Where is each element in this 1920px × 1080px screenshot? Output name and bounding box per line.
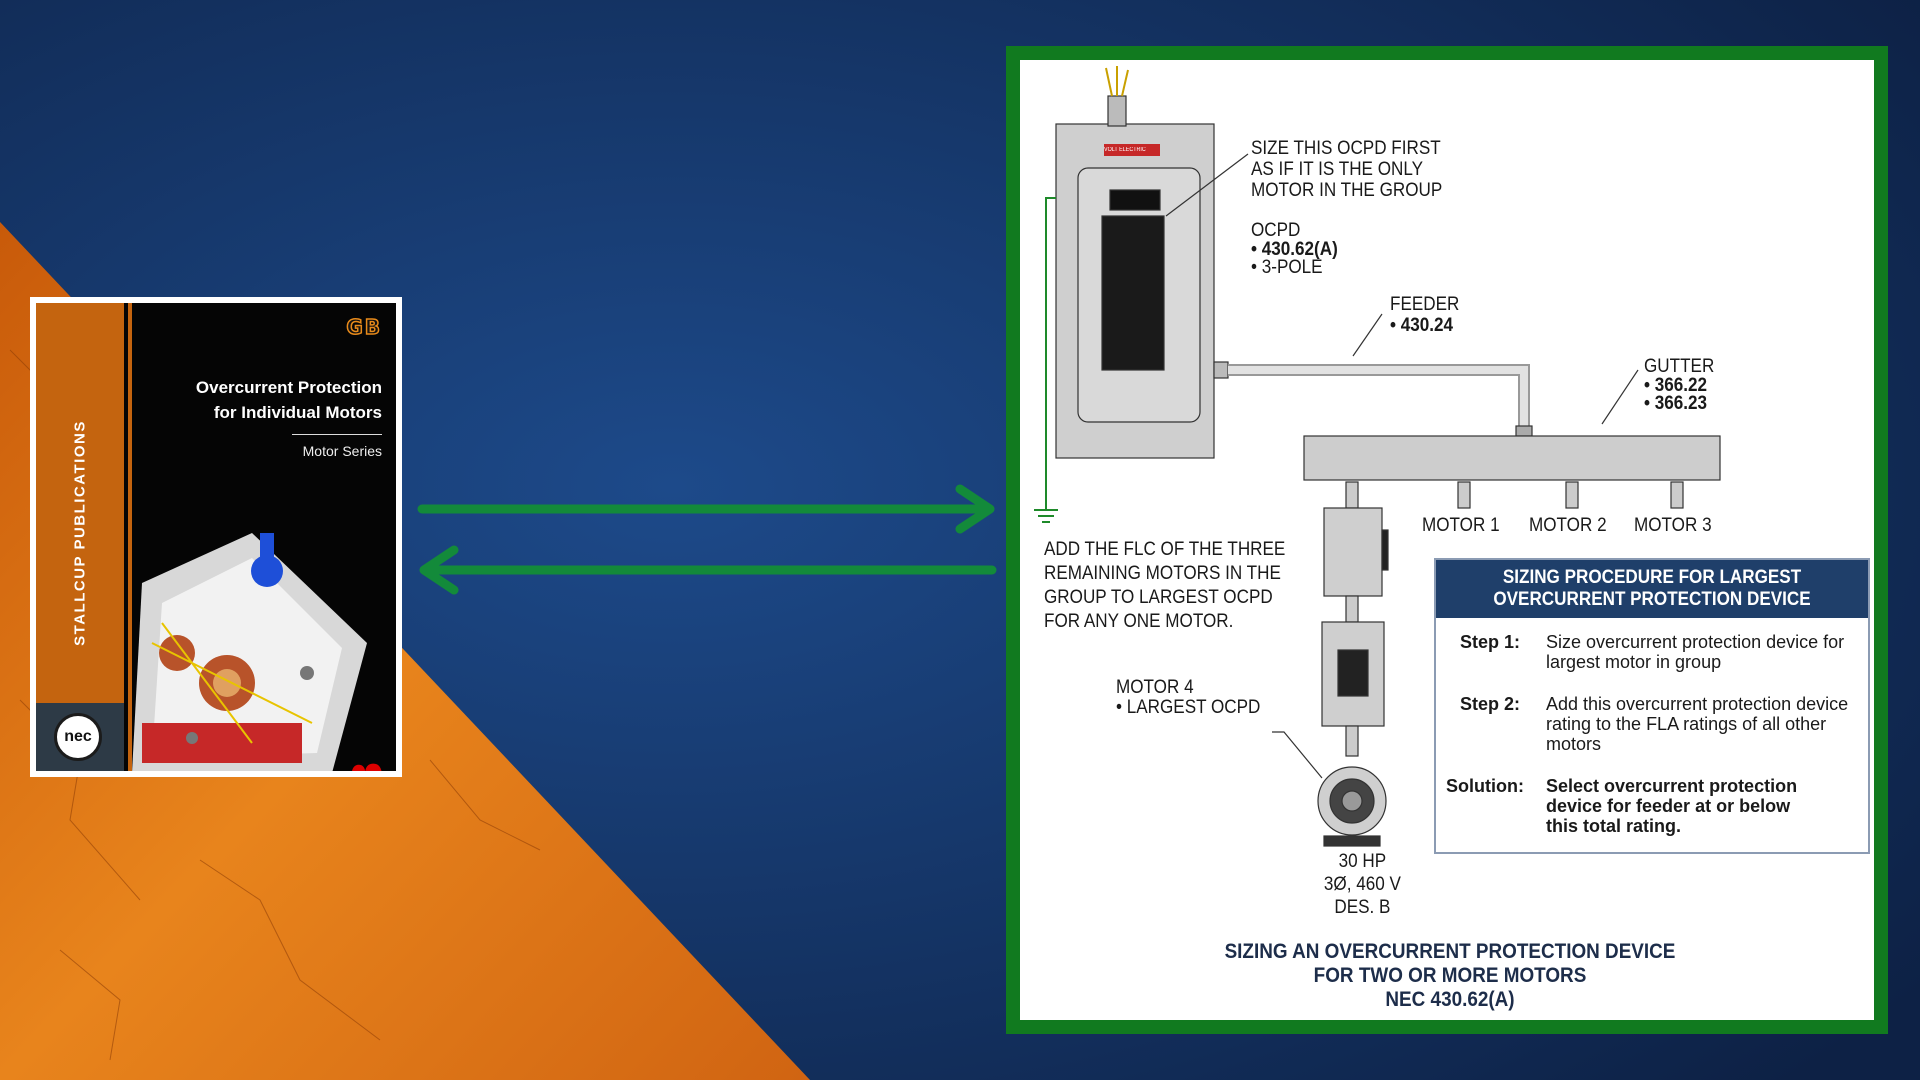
book-title: Overcurrent Protection for Individual Mo… [152,375,382,425]
motor-4-item-1: • LARGEST OCPD [1116,697,1261,718]
solution-line-1: Select overcurrent protection [1546,776,1798,796]
ocpd-item-2: • 3-POLE [1251,257,1323,278]
callout-line-3: MOTOR IN THE GROUP [1251,180,1443,201]
step-1-text: Size overcurrent protection device for l… [1546,632,1844,672]
add-flc-line-4: FOR ANY ONE MOTOR. [1044,611,1234,632]
step-2-line-2: rating to the FLA ratings of all other [1546,714,1827,734]
sizing-procedure-table: SIZING PROCEDURE FOR LARGEST OVERCURRENT… [1434,558,1870,854]
step-2-line-1: Add this overcurrent protection device [1546,694,1849,714]
left-arrow [419,545,997,595]
diagram-frame: VOLT ELECTRIC SIZE THIS OCPD FIRST AS IF… [1006,46,1888,1034]
feeder-title: FEEDER [1390,294,1460,315]
motor-1-label: MOTOR 1 [1422,515,1500,536]
disconnect-switch [1323,507,1383,597]
caption-line-1: SIZING AN OVERCURRENT PROTECTION DEVICE [1224,940,1676,963]
step-2-line-3: motors [1546,734,1602,754]
ocpd-label: OCPD • 430.62(A) • 3-POLE [1251,220,1338,277]
add-flc-line-3: GROUP TO LARGEST OCPD [1044,587,1273,608]
diagram-panel: VOLT ELECTRIC SIZE THIS OCPD FIRST AS IF… [1020,60,1874,1020]
ocpd-title: OCPD [1251,220,1301,241]
gutter-title: GUTTER [1644,356,1715,377]
feeder-label: FEEDER • 430.24 [1390,294,1459,336]
solution-label: Solution: [1446,776,1524,796]
gutter-label: GUTTER • 366.22 • 366.23 [1644,356,1714,413]
callout-line-2: AS IF IT IS THE ONLY [1251,159,1423,180]
procedure-heading: SIZING PROCEDURE FOR LARGEST OVERCURRENT… [1436,560,1868,618]
wiring-diagram [1034,66,1721,847]
title-divider [292,434,382,435]
caption-line-2: FOR TWO OR MORE MOTORS [1313,964,1587,987]
step-1-line-2: largest motor in group [1546,652,1722,672]
procedure-heading-line-2: OVERCURRENT PROTECTION DEVICE [1493,589,1811,610]
gutter [1303,435,1721,481]
feeder-item-1: • 430.24 [1390,315,1454,336]
diagram-caption: SIZING AN OVERCURRENT PROTECTION DEVICE … [1160,940,1740,1012]
spine-accent-line [128,303,132,771]
motor-2-label: MOTOR 2 [1529,515,1607,536]
motor-4-label: MOTOR 4 • LARGEST OCPD [1116,678,1260,718]
solution-text: Select overcurrent protection device for… [1546,776,1797,836]
step-1-label: Step 1: [1460,632,1521,652]
step-2-label: Step 2: [1460,694,1521,714]
panel-brand-label: VOLT ELECTRIC [1104,147,1146,153]
callout-size-first: SIZE THIS OCPD FIRST AS IF IT IS THE ONL… [1251,138,1442,201]
book-title-line-2: for Individual Motors [213,403,382,422]
ocpd-item-1: • 430.62(A) [1251,239,1338,260]
book-spine [36,303,124,771]
book-title-line-1: Overcurrent Protection [195,378,382,397]
solution-line-3: this total rating. [1546,816,1681,836]
add-flc-line-2: REMAINING MOTORS IN THE [1044,563,1281,584]
nec-logo-icon: nec [54,713,102,761]
caption-line-3: NEC 430.62(A) [1385,988,1515,1011]
add-flc-line-1: ADD THE FLC OF THE THREE [1044,539,1286,560]
step-2-text: Add this overcurrent protection device r… [1546,694,1848,754]
add-flc-note: ADD THE FLC OF THE THREE REMAINING MOTOR… [1044,538,1285,634]
gb-logo: GB [346,314,382,340]
step-1-line-1: Size overcurrent protection device for [1546,632,1845,652]
gutter-item-2: • 366.23 [1644,393,1708,414]
right-arrow [417,484,995,534]
book-cover: STALLCUP PUBLICATIONS nec GB Overcurrent… [30,297,402,777]
spine-footer: nec [36,703,124,771]
motor-spec: 30 HP 3Ø, 460 V DES. B [1312,850,1413,919]
motor-spec-hp: 30 HP [1338,851,1387,872]
book-series: Motor Series [302,443,382,459]
motor-spec-voltage: 3Ø, 460 V [1323,874,1401,895]
motor-starter-photo [132,533,367,771]
solution-line-2: device for feeder at or below [1546,796,1791,816]
procedure-heading-line-1: SIZING PROCEDURE FOR LARGEST [1502,567,1802,588]
motor-3-label: MOTOR 3 [1634,515,1712,536]
callout-line-1: SIZE THIS OCPD FIRST [1251,138,1441,159]
motor-4-title: MOTOR 4 [1116,677,1194,698]
gutter-item-1: • 366.22 [1644,375,1708,396]
motor-spec-design: DES. B [1334,897,1391,918]
